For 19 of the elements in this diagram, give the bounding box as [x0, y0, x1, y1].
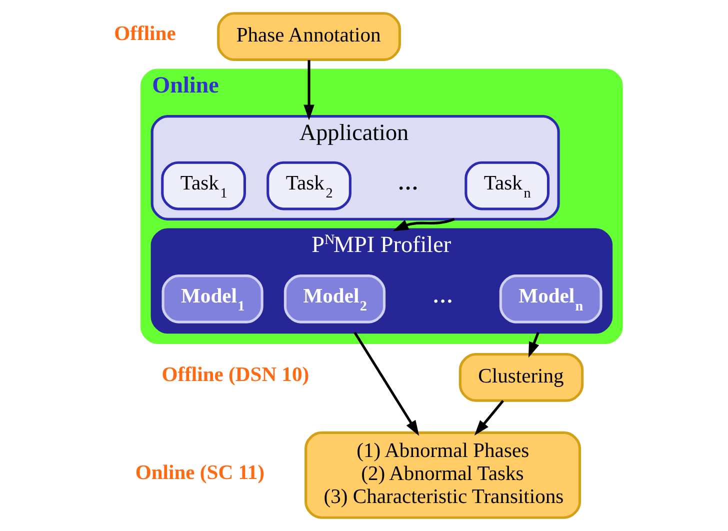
node-box: (1) Abnormal Phases (2) Abnormal Tasks (3) Characteristic Transitions — [304, 431, 582, 519]
node-box: Task$_{2}$ — [266, 161, 352, 210]
arrow — [304, 60, 314, 120]
label: Offline (DSN 10) — [162, 364, 310, 386]
arrow — [474, 400, 504, 436]
node-box: Model$_{n}$ — [499, 274, 602, 324]
node-box: Clustering — [458, 352, 584, 402]
arrow — [354, 332, 420, 436]
node-box: Task$_{n}$ — [464, 161, 550, 210]
label: Online (SC 11) — [135, 462, 264, 484]
node-box: Phase Annotation — [217, 12, 401, 61]
label: Offline — [114, 23, 176, 46]
label: … — [398, 172, 418, 194]
node-box: Model$_{2}$ — [284, 274, 386, 324]
node-box: Model$_{1}$ — [162, 274, 264, 324]
arrow — [392, 218, 455, 232]
node-box: Task$_{1}$ — [161, 161, 246, 210]
arrow — [528, 332, 540, 358]
label: … — [432, 286, 454, 308]
